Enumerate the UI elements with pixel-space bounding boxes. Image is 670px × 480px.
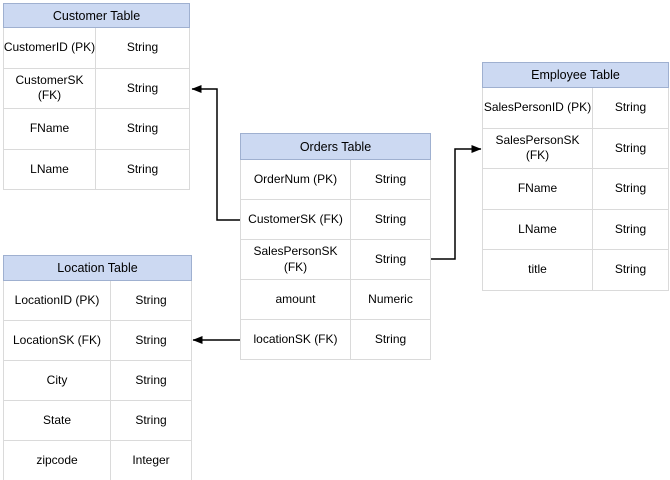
location-row-0-field-cell: LocationID (PK) [4, 281, 111, 321]
connector-orders-customersk-to-customer [191, 85, 240, 221]
table-title-location: Location Table [3, 255, 192, 281]
employee-row-4-field-cell: title [483, 250, 593, 291]
customer-row-3-type-cell: String [96, 149, 190, 190]
customer-row-0-type-cell: String [96, 28, 190, 69]
orders-row-3-field-cell: amount [241, 280, 351, 320]
orders-row-3-type-cell: Numeric [351, 280, 431, 320]
location-row-0-type-cell: String [111, 281, 192, 321]
location-row-2-field-cell: City [4, 361, 111, 401]
customer-row-3-field-cell: LName [4, 149, 96, 190]
table-title-employee: Employee Table [482, 62, 669, 88]
employee-row-4-type-cell: String [593, 250, 669, 291]
employee-row-0-field-cell: SalesPersonID (PK) [483, 88, 593, 129]
location-row-1-field-cell: LocationSK (FK) [4, 321, 111, 361]
table-title-customer: Customer Table [3, 3, 190, 28]
customer-row-1-type-cell: String [96, 68, 190, 109]
customer-row-2-type-cell: String [96, 109, 190, 150]
customer-row-1-field-cell: CustomerSK (FK) [4, 68, 96, 109]
employee-row-2-type-cell: String [593, 169, 669, 210]
employee-row-1-type-cell: String [593, 128, 669, 169]
orders-row-0-type-cell: String [351, 160, 431, 200]
orders-row-4-field-cell: locationSK (FK) [241, 320, 351, 360]
employee-row-3-type-cell: String [593, 209, 669, 250]
orders-row-4-type-cell: String [351, 320, 431, 360]
location-row-3-field-cell: State [4, 401, 111, 441]
employee-row-2-field-cell: FName [483, 169, 593, 210]
employee-row-0-type-cell: String [593, 88, 669, 129]
orders-row-2-field-cell: SalesPersonSK (FK) [241, 240, 351, 280]
location-row-4-type-cell: Integer [111, 441, 192, 480]
location-row-2-type-cell: String [111, 361, 192, 401]
location-row-1-type-cell: String [111, 321, 192, 361]
table-title-orders: Orders Table [240, 133, 431, 160]
employee-row-1-field-cell: SalesPersonSK (FK) [483, 128, 593, 169]
employee-row-3-field-cell: LName [483, 209, 593, 250]
customer-row-2-field-cell: FName [4, 109, 96, 150]
location-row-4-field-cell: zipcode [4, 441, 111, 480]
orders-row-2-type-cell: String [351, 240, 431, 280]
orders-row-1-field-cell: CustomerSK (FK) [241, 200, 351, 240]
orders-row-0-field-cell: OrderNum (PK) [241, 160, 351, 200]
orders-row-1-type-cell: String [351, 200, 431, 240]
connector-orders-salespersonsk-to-employee [431, 145, 482, 260]
location-row-3-type-cell: String [111, 401, 192, 441]
customer-row-0-field-cell: CustomerID (PK) [4, 28, 96, 69]
